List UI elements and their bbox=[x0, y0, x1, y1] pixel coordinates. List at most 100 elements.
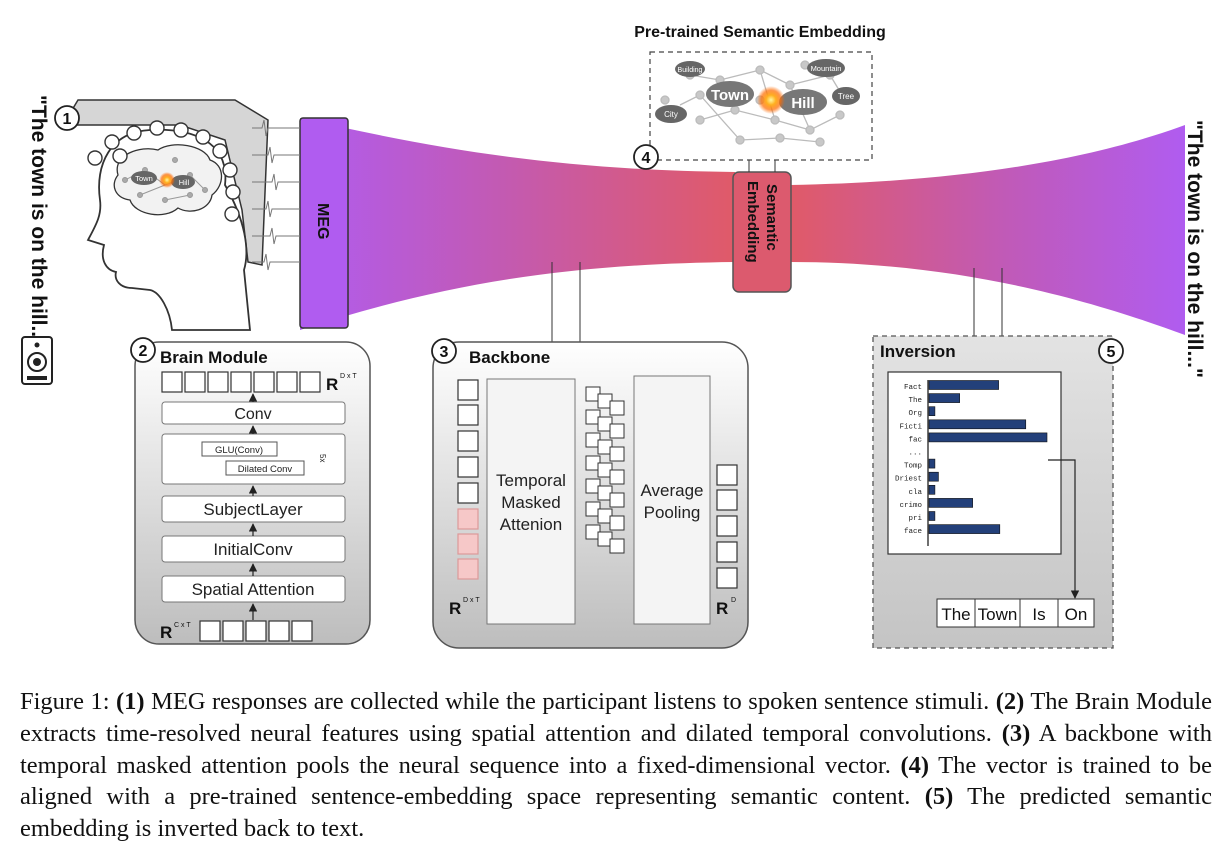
inversion-panel: Inversion 5 FactTheOrgFictifac...TompDri… bbox=[872, 335, 1124, 649]
brain-module-title: Brain Module bbox=[160, 348, 268, 367]
semantic-embedding-box: Semantic Embedding bbox=[732, 171, 792, 293]
output-word: On bbox=[1065, 605, 1088, 624]
output-word: The bbox=[941, 605, 970, 624]
bm-input-sup: C x T bbox=[174, 622, 191, 629]
node-building: Building bbox=[678, 67, 703, 74]
step-4-marker: 4 bbox=[633, 144, 659, 170]
node-hill: Hill bbox=[791, 95, 814, 112]
token-bar bbox=[928, 380, 999, 390]
token-label: face bbox=[904, 528, 922, 536]
quote-left: "The town is on the hill..." bbox=[27, 95, 50, 353]
node-tree: Tree bbox=[838, 92, 855, 101]
left-funnel bbox=[300, 118, 735, 330]
layer-initial: InitialConv bbox=[213, 540, 293, 559]
semantic-box-line1: Semantic bbox=[763, 184, 780, 251]
token-label: ... bbox=[908, 450, 922, 458]
bb-input-dim: R bbox=[449, 599, 461, 618]
diagram-canvas: "The town is on the hill..." "The town i… bbox=[21, 24, 1206, 649]
pooling-line-2: Pooling bbox=[644, 503, 701, 522]
token-bar bbox=[928, 432, 1048, 443]
token-bar bbox=[928, 458, 936, 469]
token-label: cla bbox=[908, 489, 922, 497]
caption-text-3: A backbone with temporal masked attentio… bbox=[20, 719, 1212, 779]
token-bar bbox=[928, 406, 936, 417]
output-word-box bbox=[1019, 598, 1059, 628]
output-word-box bbox=[1057, 598, 1095, 628]
step-3-marker: 3 bbox=[440, 344, 449, 361]
bm-output-sup: D x T bbox=[340, 373, 357, 380]
backbone-title: Backbone bbox=[469, 348, 550, 367]
caption-num-1: (1) bbox=[116, 688, 145, 715]
token-label: Tomp bbox=[904, 463, 922, 471]
layer-spatial: Spatial Attention bbox=[192, 580, 315, 599]
layer-subject: SubjectLayer bbox=[203, 500, 303, 519]
layer-dilated: Dilated Conv bbox=[238, 464, 293, 475]
speaker-icon bbox=[21, 336, 53, 385]
token-label: pri bbox=[908, 515, 922, 523]
layer-glu: GLU(Conv) bbox=[215, 445, 263, 456]
step-2-marker: 2 bbox=[139, 343, 148, 360]
layer-repeat: 5x bbox=[318, 454, 327, 462]
token-label: Ficti bbox=[899, 423, 922, 431]
embedding-panel: Building Mountain City Tree Town Hill bbox=[649, 51, 873, 161]
step-1-marker: 1 bbox=[54, 105, 80, 131]
token-bar bbox=[928, 498, 973, 508]
token-bar bbox=[928, 511, 936, 521]
caption-num-4: (4) bbox=[900, 751, 930, 779]
token-label: Driest bbox=[895, 476, 922, 484]
token-bar bbox=[928, 393, 960, 403]
token-label: crimo bbox=[899, 502, 922, 510]
token-bar bbox=[928, 524, 1001, 534]
layer-conv: Conv bbox=[234, 406, 271, 423]
token-label: Org bbox=[908, 410, 922, 418]
semantic-box-line2: Embedding bbox=[744, 181, 761, 263]
meg-box: MEG bbox=[299, 117, 349, 329]
token-bar bbox=[928, 419, 1027, 430]
quote-right: "The town is on the hill..." bbox=[1183, 120, 1206, 378]
attention-line-3: Attenion bbox=[500, 515, 562, 534]
brain-town: Town bbox=[135, 174, 153, 183]
bm-output-dim: R bbox=[326, 375, 338, 394]
right-funnel bbox=[790, 125, 1185, 335]
node-town: Town bbox=[711, 87, 749, 104]
token-bar bbox=[928, 484, 936, 495]
brain-module-panel: 2 Brain Module R D x T Conv GLU(Conv) Di… bbox=[130, 337, 371, 645]
pooling-line-1: Average bbox=[640, 481, 703, 500]
head-illustration: Town Hill bbox=[61, 99, 300, 331]
bb-output-dim: R bbox=[716, 599, 728, 618]
node-mountain: Mountain bbox=[811, 64, 842, 73]
attention-line-1: Temporal bbox=[496, 471, 566, 490]
bb-output-sup: D bbox=[731, 597, 736, 604]
token-label: fac bbox=[908, 436, 922, 444]
caption-num-3: (3) bbox=[1001, 719, 1031, 747]
backbone-panel: 3 Backbone R D x T Temporal Masked Atten… bbox=[431, 338, 749, 649]
caption-prefix: Figure 1: bbox=[20, 688, 110, 715]
token-bar bbox=[928, 471, 939, 482]
token-label: The bbox=[908, 397, 922, 405]
inversion-output-words: The Town Is On bbox=[936, 598, 1095, 628]
svg-text:4: 4 bbox=[642, 150, 651, 167]
embedding-title: Pre-trained Semantic Embedding bbox=[634, 24, 886, 41]
output-word-box bbox=[974, 598, 1021, 628]
token-label: Fact bbox=[904, 384, 922, 392]
output-word: Is bbox=[1032, 605, 1045, 624]
svg-text:1: 1 bbox=[63, 111, 72, 128]
caption-text-4: The vector is trained to be aligned with… bbox=[20, 751, 1212, 811]
output-word-box bbox=[936, 598, 976, 628]
bb-input-sup: D x T bbox=[463, 597, 480, 604]
bm-input-dim: R bbox=[160, 623, 172, 642]
node-city: City bbox=[664, 110, 678, 119]
caption-text-5: The predicted semantic embedding is inve… bbox=[20, 783, 1212, 843]
brain-hill: Hill bbox=[179, 178, 190, 187]
caption-num-2: (2) bbox=[995, 688, 1025, 715]
caption-num-5: (5) bbox=[924, 783, 954, 811]
attention-stack bbox=[585, 386, 625, 554]
step-5-marker: 5 bbox=[1107, 344, 1116, 361]
figure-caption: Figure 1: (1) MEG responses are collecte… bbox=[20, 686, 1212, 845]
inversion-title: Inversion bbox=[880, 342, 956, 361]
caption-text-1: MEG responses are collected while the pa… bbox=[151, 688, 990, 715]
output-word: Town bbox=[978, 605, 1018, 624]
meg-label: MEG bbox=[314, 203, 331, 239]
attention-line-2: Masked bbox=[501, 493, 561, 512]
